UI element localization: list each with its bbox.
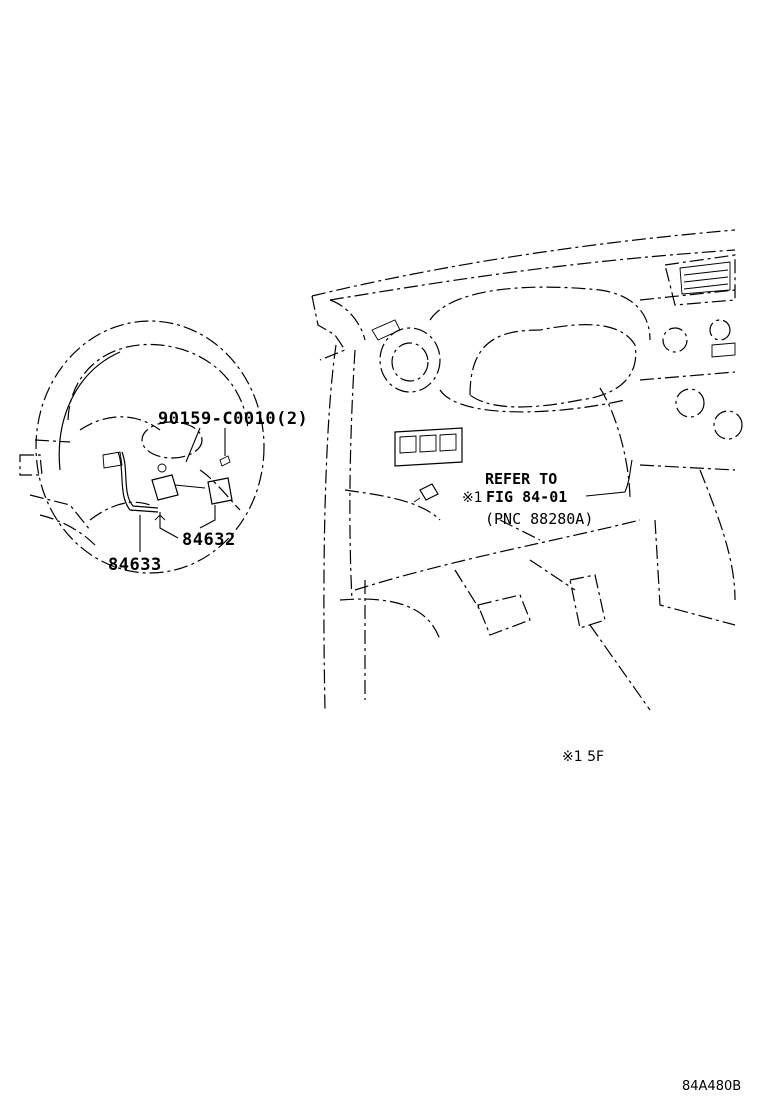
diagram-code: 84A480B [682, 1079, 741, 1094]
reference-line-3: (PNC 88280A) [485, 510, 593, 528]
reference-line-2: FIG 84-01 [486, 488, 567, 506]
reference-line-1: REFER TO [485, 470, 557, 488]
dashboard-drawing [311, 229, 743, 711]
footnote: ※1 5F [562, 749, 604, 765]
leader-lines-left [139, 427, 226, 552]
part-label-wire: 84633 [108, 555, 162, 575]
part-label-switch: 84632 [182, 530, 236, 550]
reference-mark: ※1 [462, 490, 483, 506]
part-label-bolt: 90159-C0010(2) [158, 409, 308, 429]
steering-wheel-drawing [19, 320, 265, 574]
